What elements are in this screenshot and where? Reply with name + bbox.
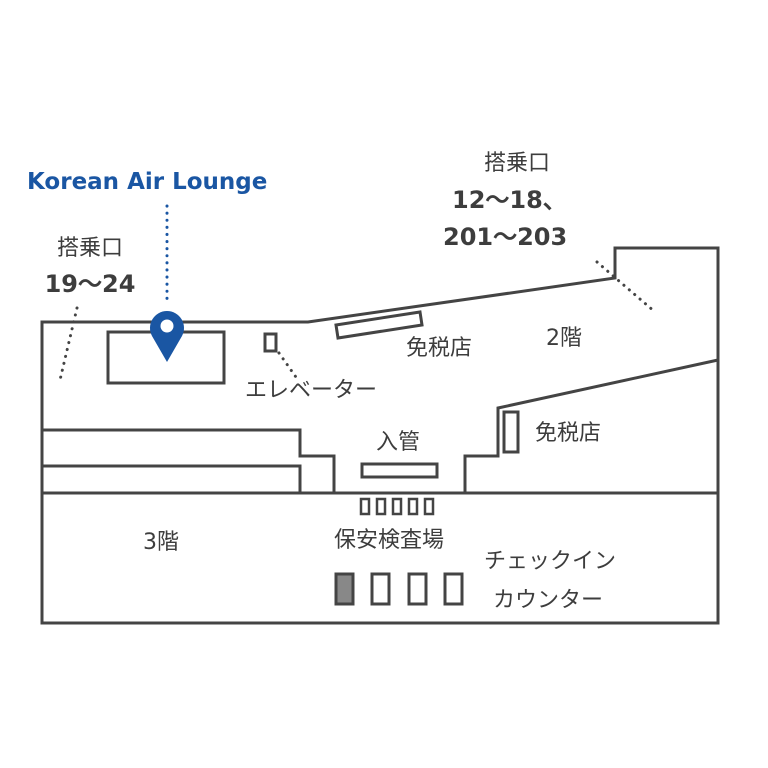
gates-right-numbers-line2: 201～203 [443, 223, 568, 251]
gates-left-leader [58, 306, 79, 382]
checkin-label-line2: カウンター [493, 588, 604, 613]
floor-2-label: 2階 [546, 326, 582, 351]
gates-left-numbers: 19～24 [44, 270, 136, 298]
map-pin-icon [149, 311, 185, 362]
immigration-label: 入管 [376, 430, 421, 455]
duty-free-counter-1 [334, 310, 424, 340]
gates-right-label: 搭乗口 [483, 151, 551, 176]
duty-free-label-2: 免税店 [535, 421, 602, 446]
security-gate [423, 497, 435, 516]
elevator-label: エレベーター [245, 378, 378, 403]
duty-free-label-1: 免税店 [406, 336, 473, 361]
checkin-counter [443, 572, 464, 606]
security-gate [391, 497, 403, 516]
security-gate [375, 497, 387, 516]
checkin-counter [407, 572, 428, 606]
security-gate [359, 497, 371, 516]
security-gate [407, 497, 419, 516]
floor-3-label: 3階 [143, 530, 179, 555]
right-wing-wall [463, 358, 719, 493]
elevator-leader [277, 351, 300, 382]
checkin-counter-highlight [334, 572, 355, 606]
security-gates [359, 497, 435, 516]
gates-right-leader [595, 260, 657, 314]
immigration-desk [360, 462, 439, 479]
elevator-box [263, 332, 278, 353]
security-label: 保安検査場 [334, 528, 445, 553]
terminal-outline [40, 246, 720, 625]
checkin-label-line1: チェックイン [484, 549, 617, 574]
left-lower-wall [42, 464, 302, 493]
lounge-title: Korean Air Lounge [27, 169, 268, 195]
left-corridor-wall [42, 428, 336, 493]
gates-left-label: 搭乗口 [56, 236, 124, 261]
gates-right-numbers-line1: 12～18、 [452, 186, 567, 214]
checkin-counter [370, 572, 391, 606]
duty-free-counter-2 [502, 410, 520, 454]
